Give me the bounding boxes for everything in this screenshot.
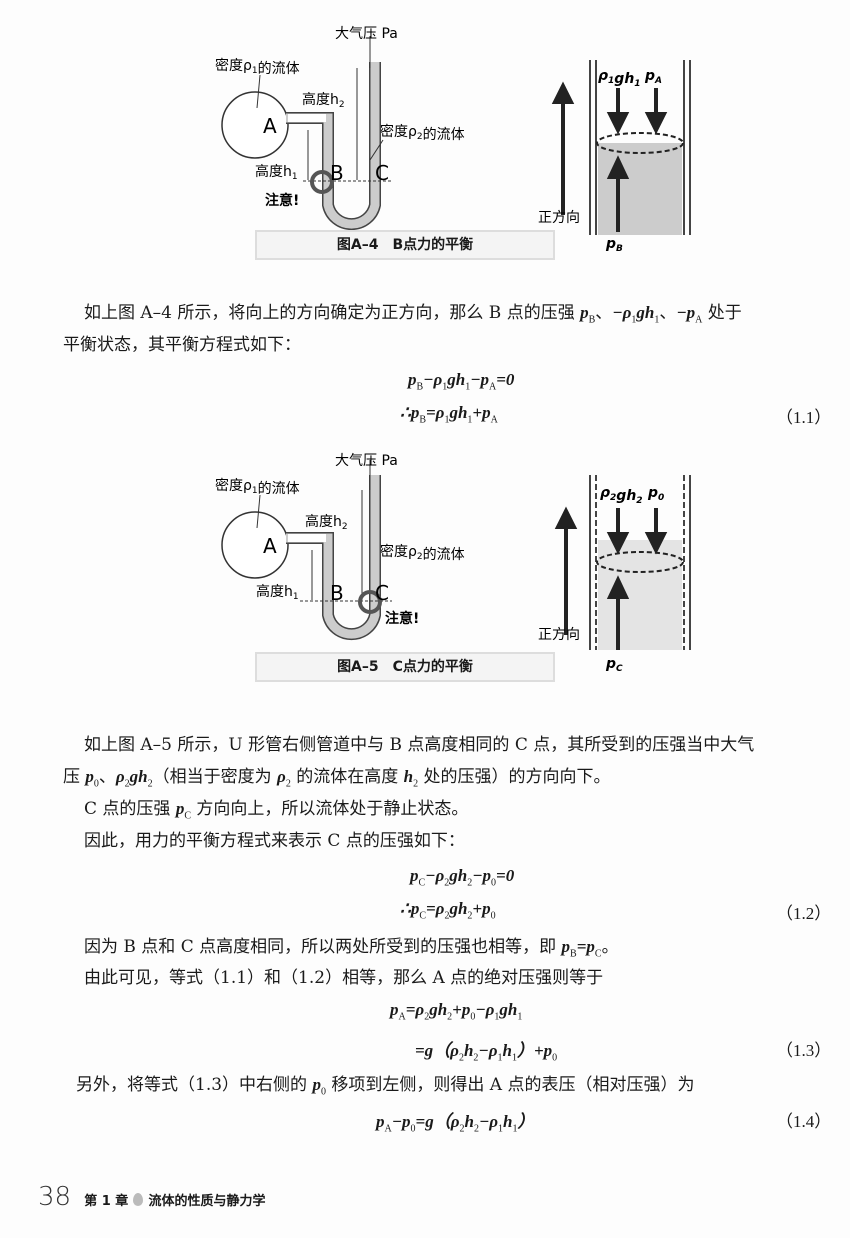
down-arrow-icon xyxy=(606,508,668,555)
figure-a5-diagram: 大气压 Pa 密度ρ1的流体 高度h2 密度ρ2的流体 高度h1 A B C 注… xyxy=(215,453,691,650)
top-right-force-label: p0 xyxy=(647,485,664,503)
up-arrow-icon xyxy=(606,155,630,232)
paragraph-2-line-2: 压 p0、ρ2gh2（相当于密度为 ρ2 的流体在高度 h2 处的压强）的方向向… xyxy=(63,767,611,790)
paragraph-3-line-2: 由此可见，等式（1.1）和（1.2）相等，那么 A 点的绝对压强则等于 xyxy=(84,968,604,988)
point-b: B xyxy=(330,161,344,185)
positive-direction-label: 正方向 xyxy=(538,210,580,226)
paragraph-4: 另外，将等式（1.3）中右侧的 p0 移项到左侧，则得出 A 点的表压（相对压强… xyxy=(76,1075,695,1098)
equation-4: pA−p0=g（ρ2h2−ρ1h1） xyxy=(376,1112,535,1135)
point-c: C xyxy=(375,581,389,605)
equation-2b: ∴pC=ρ2gh2+p0 xyxy=(400,899,496,922)
equation-number-1-1: （1.1） xyxy=(776,408,832,427)
up-arrow-icon xyxy=(551,81,575,215)
h1-label: 高度h1 xyxy=(255,163,298,182)
point-a: A xyxy=(263,114,277,138)
paragraph-2-line-1: 如上图 A–5 所示，U 形管右侧管道中与 B 点高度相同的 C 点，其所受到的… xyxy=(84,735,755,755)
u-tube xyxy=(221,36,392,231)
equation-3b: =g（ρ2h2−ρ1h1）+p0 xyxy=(415,1041,558,1064)
rho2-label: 密度ρ2的流体 xyxy=(380,123,465,143)
rho1-label: 密度ρ1的流体 xyxy=(215,57,300,77)
atm-label: 大气压 Pa xyxy=(335,453,398,469)
bottom-force-label: pB xyxy=(605,236,623,254)
paragraph-3-line-1: 因为 B 点和 C 点高度相同，所以两处所受到的压强也相等，即 pB=pC。 xyxy=(84,937,619,960)
paragraph-1-line-1: 如上图 A–4 所示，将向上的方向确定为正方向，那么 B 点的压强 pB、−ρ1… xyxy=(84,303,742,326)
up-arrow-icon xyxy=(554,506,578,635)
equation-1b: ∴pB=ρ1gh1+pA xyxy=(400,403,498,426)
bottom-force-label: pC xyxy=(605,656,623,674)
drop-icon xyxy=(133,1193,144,1206)
note-label: 注意! xyxy=(385,610,419,627)
page-number: 38 xyxy=(38,1182,72,1212)
figure-a4-diagram: 大气压 Pa 密度ρ1的流体 高度h2 密度ρ2的流体 高度h1 A B C 注… xyxy=(215,26,691,235)
equation-number-1-3: （1.3） xyxy=(776,1041,832,1060)
rho2-label: 密度ρ2的流体 xyxy=(380,543,465,563)
up-arrow-icon xyxy=(606,575,630,650)
equation-1a: pB−ρ1gh1−pA=0 xyxy=(408,370,515,393)
paragraph-2-line-3: C 点的压强 pC 方向向上，所以流体处于静止状态。 xyxy=(84,799,469,822)
equation-number-1-2: （1.2） xyxy=(776,904,832,923)
figure-a4-caption: 图A–4 B点力的平衡 xyxy=(255,230,555,260)
page-footer: 38 第 1 章 流体的性质与静力学 xyxy=(38,1182,266,1212)
equation-2a: pC−ρ2gh2−p0=0 xyxy=(410,866,515,889)
equation-number-1-4: （1.4） xyxy=(776,1112,832,1131)
rho1-label: 密度ρ1的流体 xyxy=(215,477,300,497)
positive-direction-label: 正方向 xyxy=(538,627,580,643)
point-b: B xyxy=(330,581,344,605)
chapter-label: 第 1 章 xyxy=(84,1194,129,1209)
top-left-force-label: ρ1gh1 xyxy=(598,68,641,89)
point-a: A xyxy=(263,534,277,558)
force-panel xyxy=(551,60,691,235)
paragraph-2-line-4: 因此，用力的平衡方程式来表示 C 点的压强如下： xyxy=(84,831,465,851)
note-label: 注意! xyxy=(265,192,299,209)
force-panel xyxy=(554,475,691,650)
equation-3a: pA=ρ2gh2+p0−ρ1gh1 xyxy=(390,1000,523,1023)
top-right-force-label: pA xyxy=(644,68,662,86)
h2-label: 高度h2 xyxy=(302,91,345,110)
down-arrow-icon xyxy=(606,88,668,135)
paragraph-1-line-2: 平衡状态，其平衡方程式如下： xyxy=(63,335,301,355)
figure-a5-caption: 图A–5 C点力的平衡 xyxy=(255,652,555,682)
point-c: C xyxy=(375,161,389,185)
top-left-force-label: ρ2gh2 xyxy=(600,485,643,506)
h1-label: 高度h1 xyxy=(256,583,299,602)
atm-label: 大气压 Pa xyxy=(335,26,398,42)
h2-label: 高度h2 xyxy=(305,513,348,532)
chapter-title: 流体的性质与静力学 xyxy=(148,1194,266,1209)
